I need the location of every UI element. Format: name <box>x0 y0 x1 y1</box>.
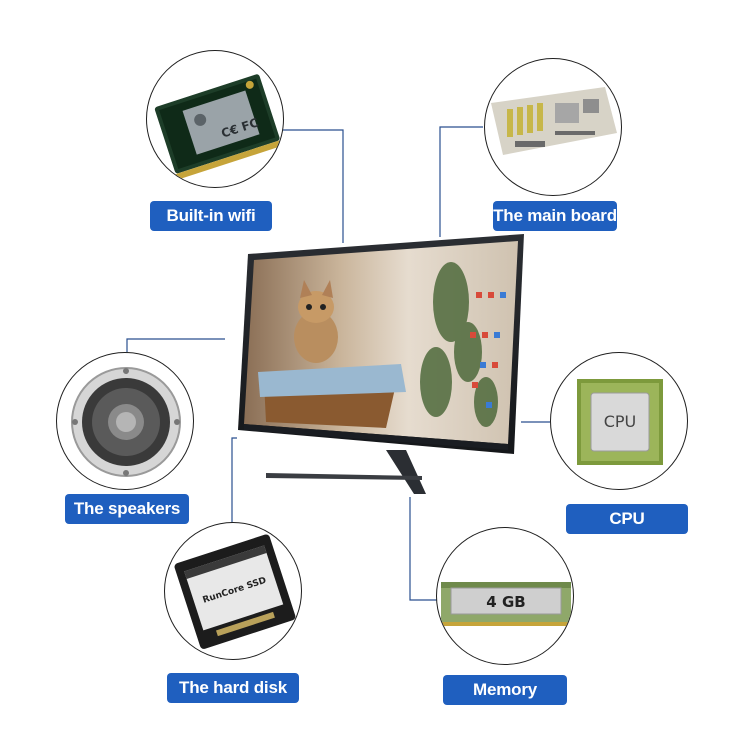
wifi-label: Built-in wifi <box>150 201 272 231</box>
mainboard-image <box>484 58 622 196</box>
speaker-image <box>56 352 194 490</box>
mainboard-connector <box>439 126 483 237</box>
memory-connector <box>409 497 437 601</box>
harddisk-label: The hard disk <box>167 673 299 703</box>
cpu-image: CPU <box>550 352 688 490</box>
mainboard-label: The main board <box>493 201 617 231</box>
speakers-connector <box>126 338 225 352</box>
monitor <box>236 232 526 494</box>
cpu-chip-text: CPU <box>604 412 637 431</box>
speakers-label: The speakers <box>65 494 189 524</box>
wifi-card-image: C€ FC <box>146 50 284 188</box>
memory-image: 4 GB <box>436 527 574 665</box>
harddisk-connector <box>231 437 237 538</box>
cpu-label: CPU <box>566 504 688 534</box>
memory-stick-text: 4 GB <box>486 593 525 611</box>
wifi-connector <box>283 129 344 243</box>
memory-label: Memory <box>443 675 567 705</box>
hard-disk-image: RunCore SSD <box>164 522 302 660</box>
